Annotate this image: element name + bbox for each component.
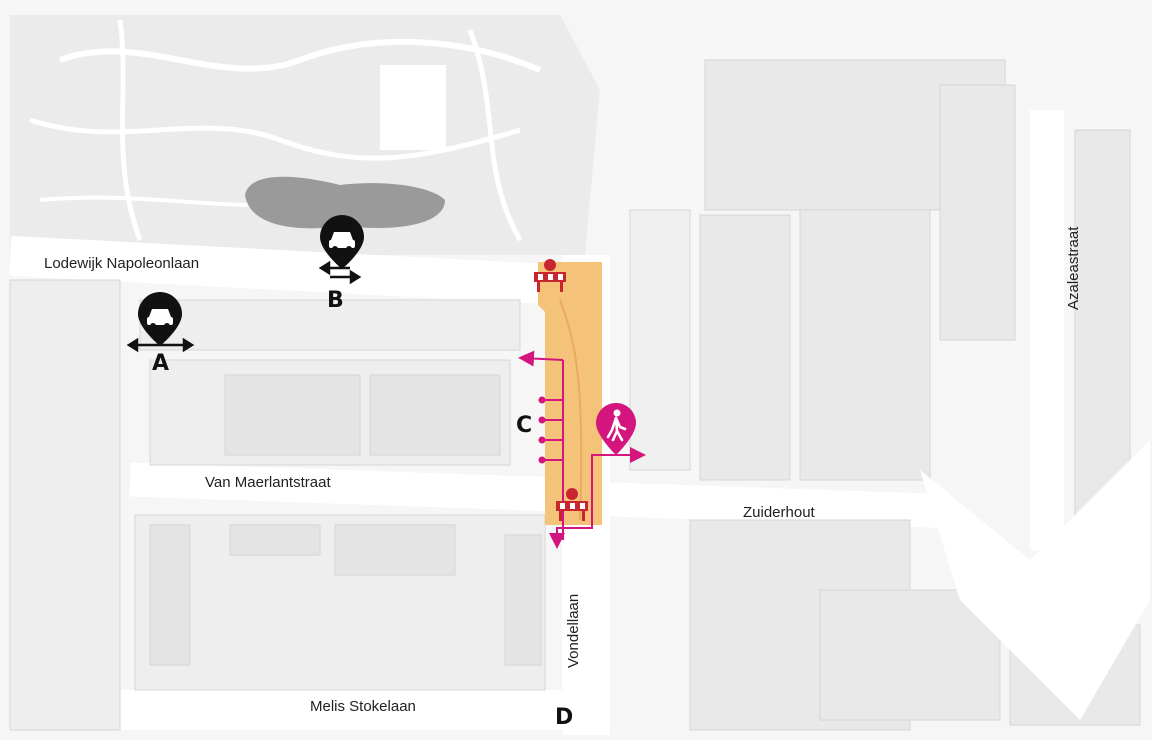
- marker-letter-c: C: [516, 413, 532, 438]
- marker-letter-b: B: [327, 288, 344, 313]
- car-icon[interactable]: [138, 292, 182, 346]
- road-azaleastraat: [1030, 110, 1064, 550]
- pedestrian-icon[interactable]: [596, 403, 636, 455]
- car-icon[interactable]: [320, 215, 364, 269]
- commercial-blocks: [629, 59, 1141, 731]
- road-zuiderhout: [599, 482, 946, 529]
- work-zone-lane-mark: [559, 299, 583, 521]
- street-label-vondellaan: Vondellaan: [565, 594, 582, 668]
- street-label-melis: Melis Stokelaan: [310, 698, 416, 715]
- access-points: [538, 396, 546, 464]
- marker-letter-a: A: [152, 351, 169, 376]
- road-van-maerlant: [129, 462, 561, 512]
- pond: [245, 176, 445, 229]
- road-lodewijk: [9, 235, 551, 305]
- street-label-azalea: Azaleastraat: [1065, 226, 1082, 310]
- park-area: [10, 15, 600, 255]
- roadblock-icon: [534, 259, 566, 292]
- two-way-arrow-b: [318, 260, 362, 285]
- open-plaza: [920, 440, 1150, 720]
- two-way-arrow-a: [126, 337, 195, 353]
- street-label-van-maerlant: Van Maerlantstraat: [205, 474, 331, 491]
- street-label-lodewijk: Lodewijk Napoleonlaan: [44, 255, 199, 272]
- street-label-zuiderhout: Zuiderhout: [743, 504, 816, 521]
- building-blocks: [9, 279, 546, 731]
- marker-letter-d: D: [555, 705, 573, 730]
- roadblock-icon: [556, 488, 588, 521]
- sports-field: [380, 65, 446, 150]
